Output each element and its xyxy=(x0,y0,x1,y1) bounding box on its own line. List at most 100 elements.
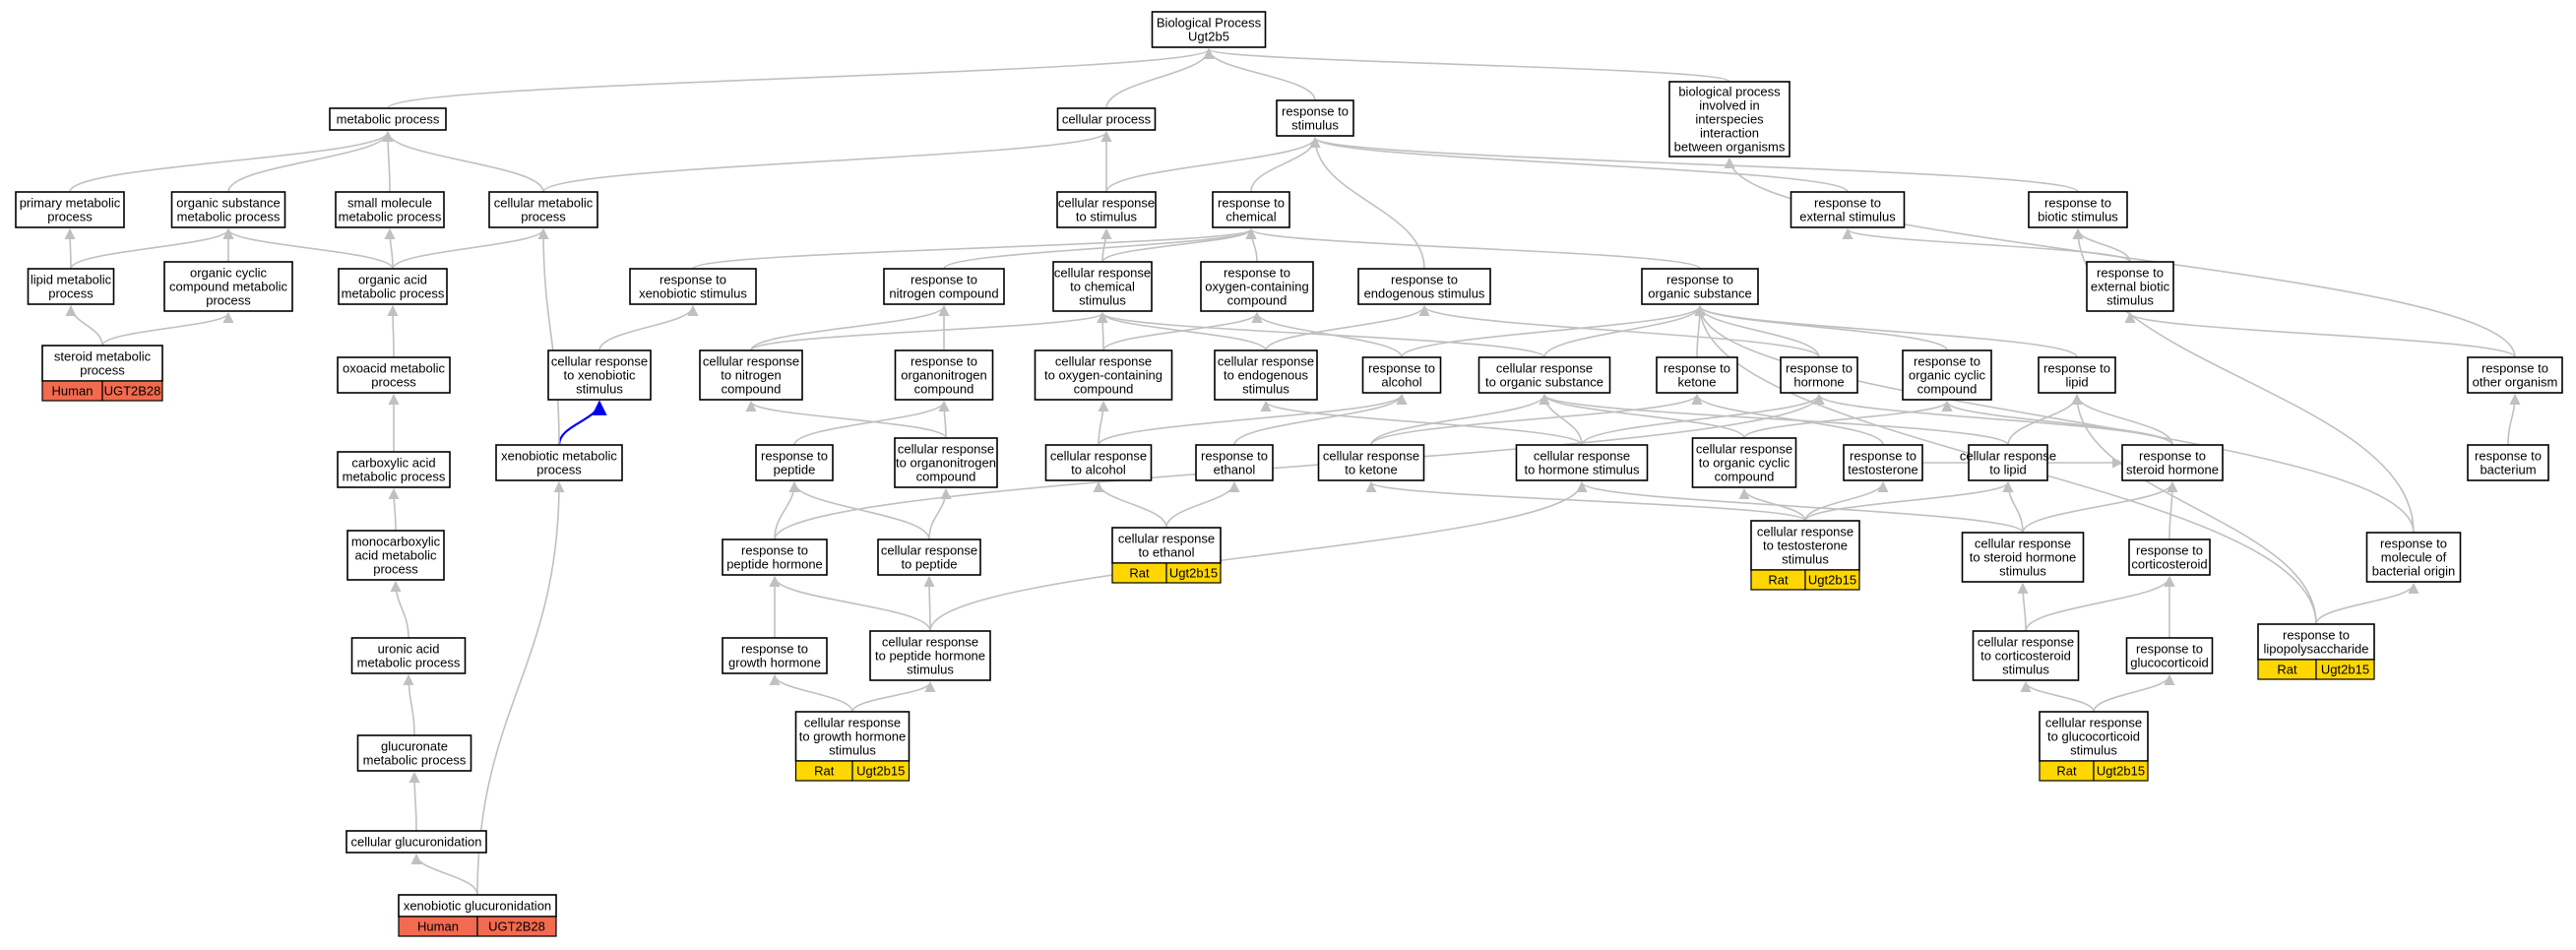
node-label-line: response to xyxy=(2043,361,2110,376)
node-label-line: steroid hormone xyxy=(2126,463,2219,477)
node-mp[interactable]: metabolic process xyxy=(329,107,447,131)
node-label-line: cellular response xyxy=(1323,449,1419,464)
node-box xyxy=(1961,532,2085,583)
node-label-line: organic substance xyxy=(1648,286,1752,301)
node-label-line: stimulus xyxy=(829,743,876,758)
node-box xyxy=(1056,107,1157,131)
node-label-line: to hormone stimulus xyxy=(1524,463,1640,477)
node-label-line: response to xyxy=(911,273,977,287)
node-label-line: cellular response xyxy=(1058,196,1155,211)
node-label-line: compound xyxy=(722,382,782,397)
node-label-line: glucocorticoid xyxy=(2130,656,2209,670)
node-label-line: stimulus xyxy=(2106,293,2154,308)
gene-cell xyxy=(2315,659,2375,680)
node-label-line: to growth hormone xyxy=(799,729,906,744)
node-label-line: process xyxy=(373,562,418,577)
node-label-line: stimulus xyxy=(2070,743,2117,758)
node-box xyxy=(2128,538,2211,576)
node-cg[interactable]: cellular glucuronidation xyxy=(346,830,487,854)
edge-stmp-to-lmp xyxy=(65,304,103,347)
node-label-line: cellular response xyxy=(1055,354,1152,369)
node-label-line: to nitrogen xyxy=(721,368,781,383)
node-box xyxy=(699,349,803,401)
node-label-line: xenobiotic glucuronidation xyxy=(404,899,551,914)
gene-label: Ugt2b15 xyxy=(856,764,905,779)
node-label-line: cellular response xyxy=(1757,525,1853,539)
node-label-line: monocarboxylic xyxy=(351,535,441,549)
gene-label: Ugt2b15 xyxy=(2097,764,2145,779)
node-box xyxy=(2038,356,2116,394)
node-box xyxy=(1361,356,1442,394)
edge-crocc-to-rocc xyxy=(1102,311,1263,351)
node-cp[interactable]: cellular process xyxy=(1056,107,1157,131)
node-box xyxy=(1195,444,1274,481)
